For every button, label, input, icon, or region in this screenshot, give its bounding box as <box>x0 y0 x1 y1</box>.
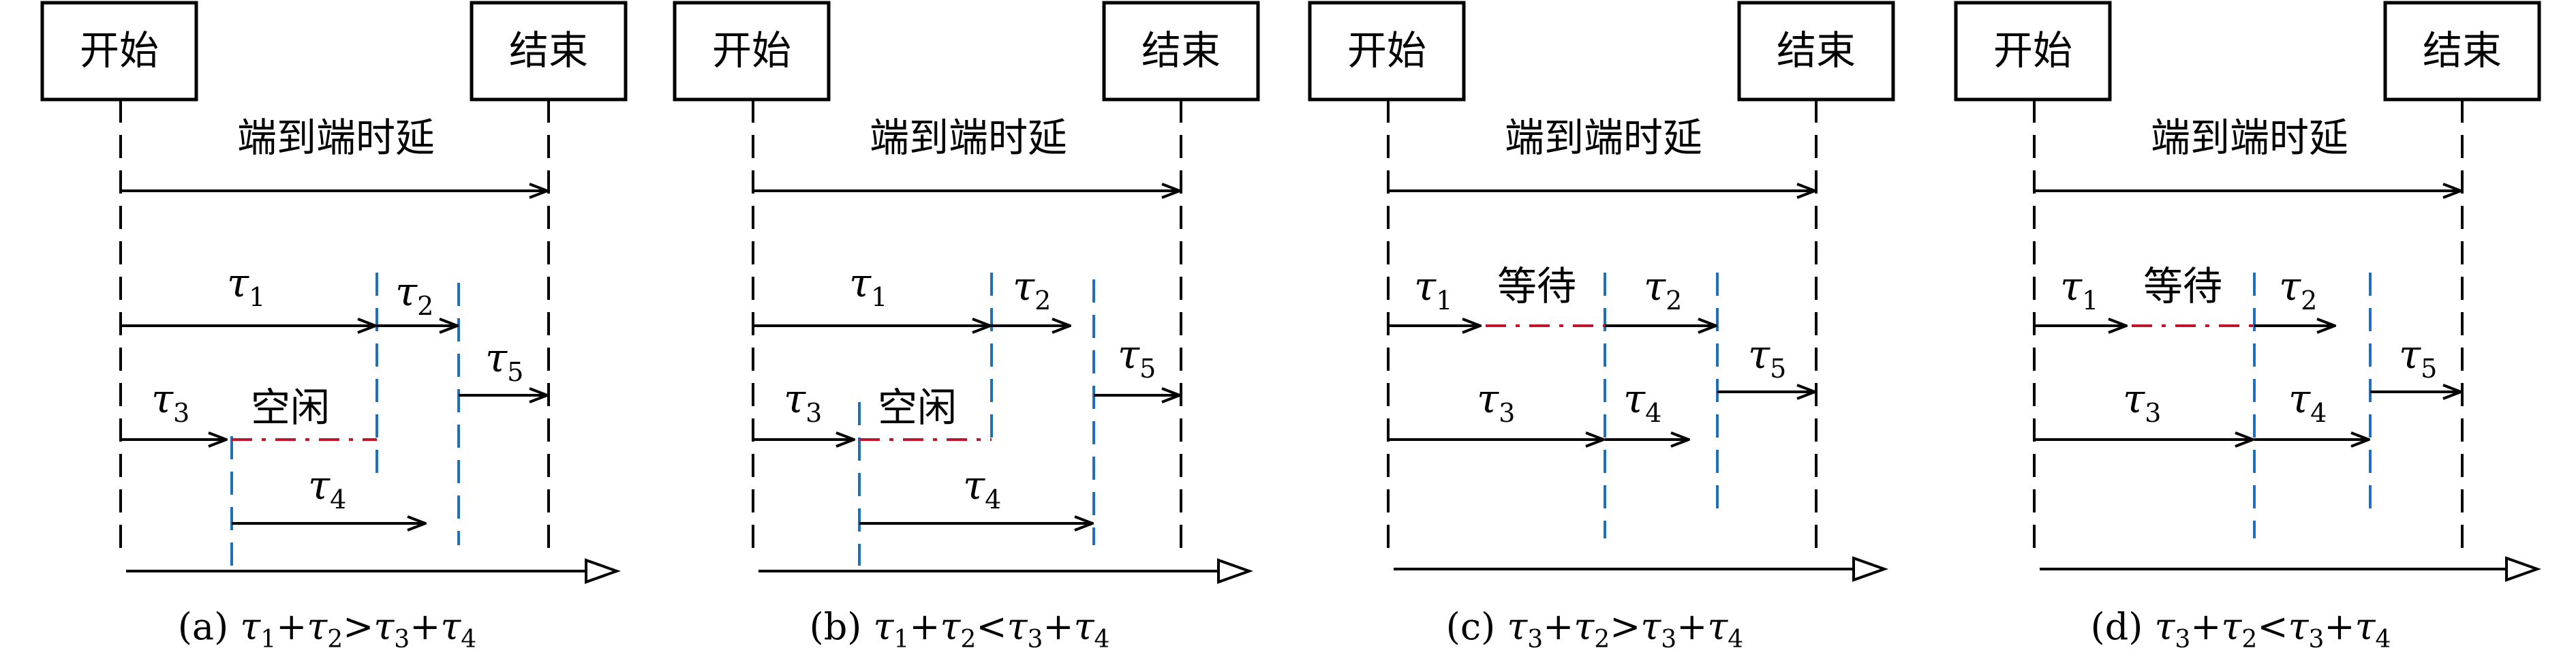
end-box <box>2383 1 2541 102</box>
latency-label: 端到端时延 <box>870 114 1067 161</box>
wait-label: 等待 <box>2143 263 2222 309</box>
time-axis-arrowhead <box>585 558 621 584</box>
latency-label: 端到端时延 <box>237 114 435 161</box>
idle-label: 空闲 <box>878 384 957 431</box>
caption-d: (d) τ3+τ2<τ3+τ4 <box>2091 605 2391 654</box>
tau5-label: τ5 <box>1118 331 1156 384</box>
tau4-label: τ4 <box>963 462 1001 515</box>
wait-label: 等待 <box>1497 263 1576 309</box>
tau3-label: τ3 <box>1477 376 1515 428</box>
end-box <box>1102 1 1260 102</box>
start-label: 开始 <box>1347 27 1426 74</box>
tau4-label: τ4 <box>2288 376 2327 428</box>
time-axis-arrowhead <box>2505 556 2541 582</box>
tau1-label: τ1 <box>1414 263 1452 316</box>
end-label: 结束 <box>2423 27 2502 74</box>
tau1-label: τ1 <box>227 260 265 312</box>
start-box <box>40 1 198 102</box>
latency-label: 端到端时延 <box>2151 114 2348 161</box>
tau4-label: τ4 <box>308 462 346 515</box>
tau3-label: τ3 <box>151 376 189 428</box>
tau3-label: τ3 <box>2123 376 2161 428</box>
latency-label: 端到端时延 <box>1505 114 1702 161</box>
end-label: 结束 <box>1141 27 1221 74</box>
start-label: 开始 <box>712 27 791 74</box>
tau1-label: τ1 <box>849 260 887 312</box>
panel-a: 开始 结束 端到端时延 τ1 τ2 τ5 τ3 空闲 τ4 (a) τ1+τ2>… <box>40 1 628 654</box>
caption-a: (a) τ1+τ2>τ3+τ4 <box>178 605 476 654</box>
time-axis-arrowhead <box>1852 556 1888 582</box>
tau2-label: τ2 <box>2279 263 2317 316</box>
tau2-label: τ2 <box>1644 263 1682 316</box>
tau5-label: τ5 <box>2399 331 2437 384</box>
end-box <box>470 1 628 102</box>
caption-c: (c) τ3+τ2>τ3+τ4 <box>1446 605 1743 654</box>
end-label: 结束 <box>509 27 588 74</box>
idle-label: 空闲 <box>251 384 330 431</box>
end-label: 结束 <box>1777 27 1856 74</box>
caption-b: (b) τ1+τ2<τ3+τ4 <box>810 605 1110 654</box>
tau4-label: τ4 <box>1623 376 1661 428</box>
tau2-label: τ2 <box>1013 263 1051 316</box>
panel-c: 开始 结束 端到端时延 τ1 等待 τ2 τ5 τ3 τ4 (c) τ3+τ2>… <box>1308 1 1895 654</box>
tau2-label: τ2 <box>395 269 433 321</box>
panel-d: 开始 结束 端到端时延 τ1 等待 τ2 τ5 τ3 τ4 (d) τ3+τ2<… <box>1954 1 2541 654</box>
tau3-label: τ3 <box>784 376 822 428</box>
start-label: 开始 <box>80 27 159 74</box>
start-label: 开始 <box>1993 27 2072 74</box>
tau5-label: τ5 <box>1748 331 1786 384</box>
panel-b: 开始 结束 端到端时延 τ1 τ2 τ5 τ3 空闲 τ4 (b) τ1+τ2<… <box>673 1 1260 654</box>
start-box <box>1954 1 2112 102</box>
tau5-label: τ5 <box>485 335 523 387</box>
time-axis-arrowhead <box>1217 558 1253 584</box>
tau1-label: τ1 <box>2060 263 2098 316</box>
start-box <box>1308 1 1466 102</box>
